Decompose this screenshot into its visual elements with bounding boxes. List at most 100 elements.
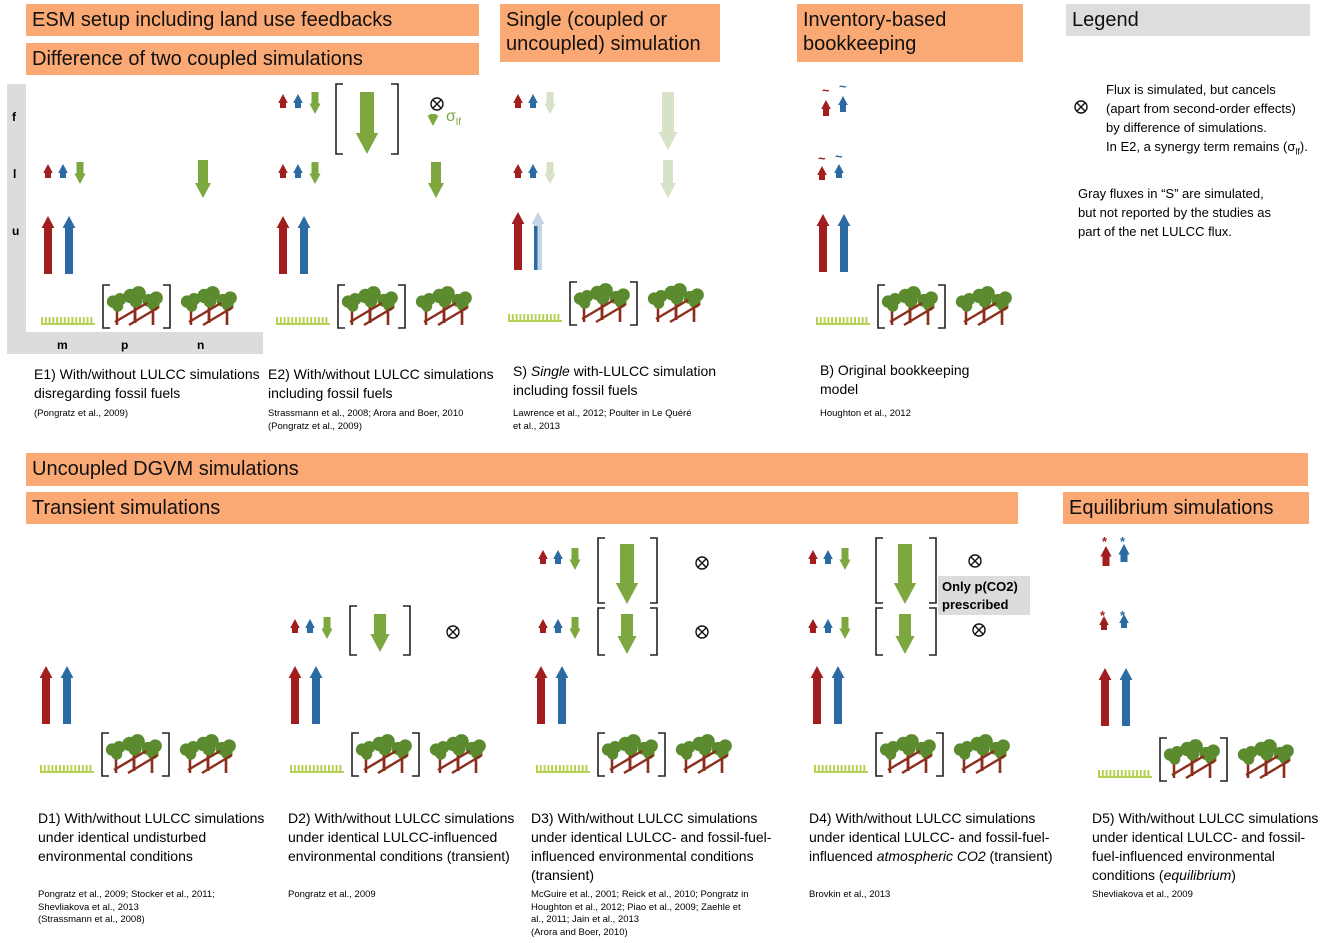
d3-l-left-bracket — [597, 607, 605, 656]
d1-grass-blade — [55, 765, 58, 773]
refs-d4-line-1: Brovkin et al., 2013 — [809, 889, 891, 900]
row-label-u: u — [12, 224, 20, 238]
e1-l-green-arrow — [74, 162, 86, 184]
legend-cancel-note: Flux is simulated, but cancels (apart fr… — [1106, 80, 1336, 162]
d1-landuse-tree-a-trunk — [114, 754, 118, 773]
d5-natural-log-a — [1245, 754, 1279, 777]
e1-grass-blade — [86, 317, 89, 325]
d5-landuse-tree-c — [1199, 744, 1220, 778]
d2-grass-blade — [290, 765, 292, 773]
b-landuse-tree-b — [898, 286, 921, 323]
s-landuse-tree-a — [573, 290, 594, 322]
d1-landuse-tree-b-trunk — [132, 749, 136, 771]
e1-l-red-arrow — [43, 164, 53, 178]
d2-natural-tree-c — [465, 739, 486, 773]
e1-natural-tree-a — [180, 293, 201, 325]
e2-natural-tree-c — [451, 291, 472, 325]
d3-grass-blade — [539, 765, 542, 773]
d1-landuse-tree-a — [105, 741, 126, 773]
refs-d1-line-1: Pongratz et al., 2009; Stocker et al., 2… — [38, 889, 215, 900]
d1-landuse-log-b — [127, 753, 159, 775]
header-single: Single (coupled or uncoupled) simulation — [500, 4, 720, 62]
b-l-blue-tilde: ~ — [835, 149, 843, 164]
d2-landuse-tree-b-trunk — [382, 749, 386, 771]
d4-l-blue-arrow — [823, 619, 833, 633]
d2-grass-blade — [339, 765, 342, 773]
d4-natural-tree-a-trunk — [962, 754, 966, 773]
d4-grass-blade — [844, 765, 847, 773]
header-esm: ESM setup including land use feedbacks — [26, 4, 479, 36]
d2-landuse-tree-b — [372, 734, 395, 771]
d5-grass-blade — [1143, 770, 1146, 778]
e2-grass-blade — [291, 317, 294, 325]
d4-natural-tree-b — [970, 734, 993, 771]
e2-l-red-arrow — [278, 164, 288, 178]
e1-l-n-green-arrow — [195, 160, 211, 198]
s-l-red-arrow — [513, 164, 523, 178]
e2-f-left-bracket — [335, 83, 343, 155]
s-landuse-right-bracket — [630, 281, 638, 326]
d3-landuse-tree-c — [637, 739, 658, 773]
d3-f-blue-arrow — [553, 550, 563, 564]
d3-grass-blade — [570, 765, 573, 773]
refs-e2-line-2: (Pongratz et al., 2009) — [268, 420, 362, 432]
d5-natural-log-b — [1259, 758, 1291, 780]
d1-natural-tree-b — [196, 734, 219, 771]
e2-landuse-log-b — [363, 305, 395, 327]
d3-landuse-log-a — [609, 749, 643, 772]
b-landuse-right-bracket — [938, 284, 946, 329]
d3-l-cancel-icon-line-b — [697, 627, 707, 637]
e2-grass-blade — [276, 317, 278, 325]
b-landuse-tree-b-trunk — [908, 301, 912, 323]
e2-u-blue-arrow — [297, 216, 311, 274]
caption-d5-italic: equilibrium — [1163, 867, 1232, 883]
caption-d1: D1) With/without LULCC simulations under… — [38, 809, 283, 866]
e1-grass-blade — [71, 317, 74, 325]
d5-landuse-tree-b-trunk — [1190, 754, 1194, 776]
e2-landuse-tree-c-trunk — [386, 305, 390, 325]
d5-l-blue-star: * — [1120, 608, 1126, 623]
e2-landuse-log-a — [349, 301, 383, 324]
d2-grass-blade — [312, 765, 315, 773]
d3-landuse-tree-b-crown-c — [624, 743, 638, 756]
d2-grass-blade — [297, 765, 300, 773]
s-grass-blade — [511, 314, 514, 322]
d2-landuse-right-bracket — [412, 732, 420, 777]
e1-landuse-tree-c — [142, 291, 163, 325]
b-f-red-arrow — [821, 100, 831, 116]
b-natural-log-a — [963, 301, 997, 324]
s-f-green-arrow — [544, 92, 556, 114]
d3-grass-icon — [536, 765, 590, 773]
b-grass-icon — [816, 317, 870, 325]
s-grass-base — [508, 320, 562, 322]
e1-grass-base — [41, 323, 95, 325]
e1-u-red-arrow — [41, 216, 55, 274]
d3-grass-blade — [555, 765, 557, 773]
legend-cancel-icon — [1074, 100, 1088, 114]
s-l-n-gray-arrow — [660, 160, 676, 198]
d1-grass-blade — [89, 765, 92, 773]
d2-grass-blade — [301, 765, 304, 773]
d5-grass-blade — [1136, 770, 1138, 778]
d3-natural-tree-a-crown-c — [681, 748, 693, 760]
d5-f-red-arrow — [1100, 546, 1112, 566]
d4-grass-blade — [859, 765, 862, 773]
d2-landuse-tree-a-trunk — [364, 754, 368, 773]
d2-l-right-bracket — [403, 605, 411, 656]
legend-cancel-line-3: by difference of simulations. — [1106, 120, 1267, 135]
d5-natural-tree-c-trunk — [1282, 758, 1286, 778]
d2-grass-blade — [324, 765, 327, 773]
d1-grass-base — [40, 771, 94, 773]
caption-d5-pre: conditions ( — [1092, 867, 1164, 883]
b-landuse-tree-b-crown-c — [904, 295, 918, 308]
d5-landuse-tree-c-trunk — [1208, 758, 1212, 778]
column-label-n: n — [197, 338, 205, 352]
d5-l-blue-arrow — [1119, 614, 1129, 628]
caption-e2-line-2: including fossil fuels — [268, 385, 393, 401]
d1-grass-blade — [59, 765, 61, 773]
d4-l-p-green-arrow — [895, 614, 915, 654]
only-co2-box: Only p(CO2) prescribed — [938, 576, 1030, 615]
d1-grass-blade — [74, 765, 77, 773]
caption-e1: E1) With/without LULCC simulations disre… — [34, 365, 274, 403]
e2-landuse-tree-a-trunk — [350, 306, 354, 325]
